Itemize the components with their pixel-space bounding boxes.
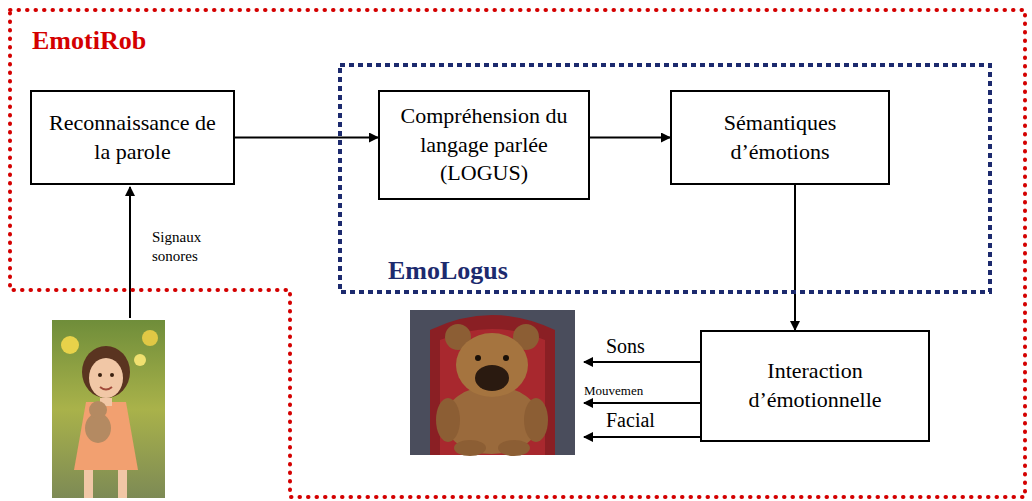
flow-arrow [590,137,670,139]
box-label: Sémantiques d’émotions [680,109,880,166]
output-arrow [584,436,700,438]
box-label: Reconnaissance de la parole [40,109,225,166]
module-region: EmoLogus Compréhension du langage parlée … [340,65,990,292]
signal-label: Sons [606,334,645,359]
box-label: Compréhension du langage parlée (LOGUS) [388,102,580,188]
flow-arrow [794,185,796,330]
region-title: EmoLogus [388,256,508,286]
process-box: Compréhension du langage parlée (LOGUS) [378,90,590,200]
flow-arrow [235,137,378,139]
teddy-bear-photo [410,310,575,456]
signal-label: Signaux sonores [152,228,230,266]
process-box: Interaction d’émotionnelle [700,330,930,442]
process-box: Sémantiques d’émotions [670,90,890,185]
output-arrow [584,361,700,363]
child-photo [52,320,165,498]
region-title: EmotiRob [32,26,146,56]
box-label: Interaction d’émotionnelle [710,357,920,414]
signal-label: Mouvemen [584,383,643,399]
signal-label: Facial [606,408,655,433]
output-arrow [584,402,700,404]
process-box: Reconnaissance de la parole [30,90,235,185]
signal-arrow [129,187,131,318]
